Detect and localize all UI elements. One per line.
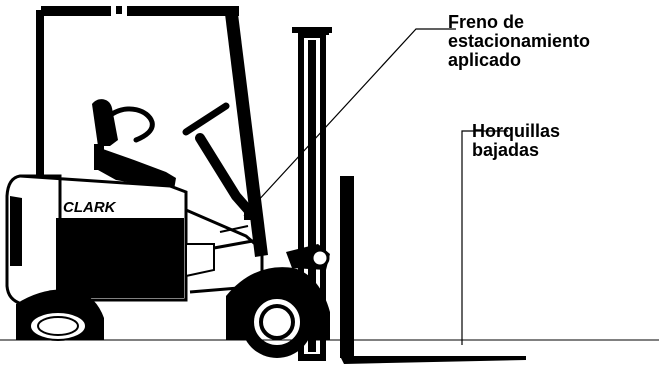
forks-leader bbox=[462, 131, 508, 345]
forks-lowered-callout: Horquillas bajadas bbox=[472, 122, 560, 160]
brand-logo: CLARK bbox=[63, 199, 117, 216]
forks bbox=[340, 176, 526, 364]
parking-brake-callout: Freno de estacionamiento aplicado bbox=[448, 13, 590, 70]
callout-line: aplicado bbox=[448, 51, 590, 70]
callout-line: bajadas bbox=[472, 141, 560, 160]
callout-line: estacionamiento bbox=[448, 32, 590, 51]
callout-line: Freno de bbox=[448, 13, 590, 32]
operator-seat bbox=[92, 99, 176, 190]
callout-line: Horquillas bbox=[472, 122, 560, 141]
